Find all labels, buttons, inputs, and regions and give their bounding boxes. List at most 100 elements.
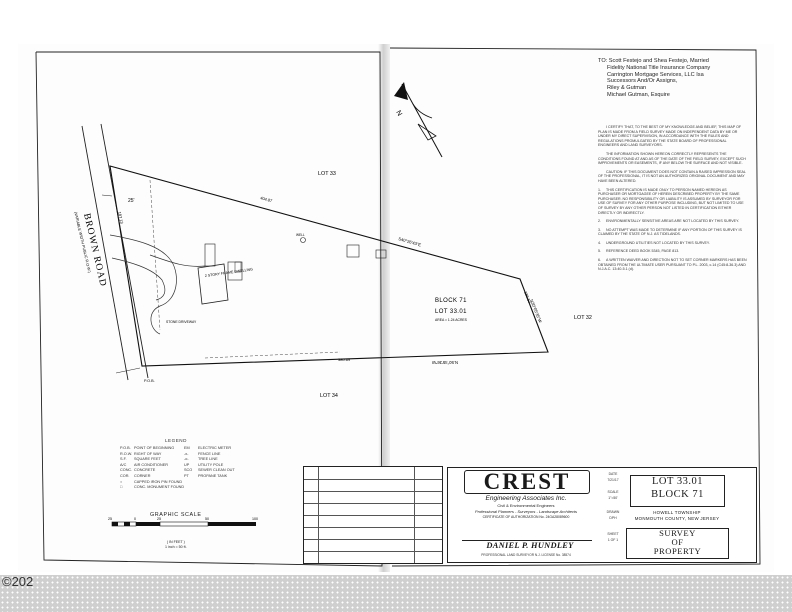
cert-note: 4.UNDERGROUND UTILITIES NOT LOCATED BY T… bbox=[598, 240, 710, 245]
sheet-label: SHEET bbox=[607, 532, 619, 536]
cert-note: 6.A WRITTEN WAIVER AND DIRECTION NOT TO … bbox=[598, 258, 747, 272]
tick bbox=[101, 194, 113, 197]
surveyor-license: PROFESSIONAL LAND SURVEYOR N.J. LICENSE … bbox=[481, 553, 571, 557]
legend-item: CONC.CONCRETE bbox=[120, 468, 156, 473]
legend-item: S.F.SQUARE FEET bbox=[120, 457, 161, 462]
graphic-scale-bar bbox=[111, 521, 256, 527]
lot-title-block: LOT 33.01 BLOCK 71 HOWELL TOWNSHIP MONMO… bbox=[622, 467, 733, 563]
lot-34-label: LOT 34 bbox=[320, 393, 338, 399]
graphic-scale-title: GRAPHIC SCALE bbox=[150, 512, 202, 518]
county: MONMOUTH COUNTY, NEW JERSEY bbox=[634, 516, 720, 521]
wood-shed bbox=[346, 244, 360, 258]
fence-line-west bbox=[149, 179, 161, 331]
legend-item: -x-FENCE LINE bbox=[184, 451, 221, 456]
north-arrow: N bbox=[394, 82, 443, 158]
copyright-text: ©202 bbox=[2, 574, 34, 589]
legend-item: ○CAPPED IRON PIN FOUND bbox=[120, 479, 183, 484]
scale-tick-label: 25 bbox=[108, 517, 112, 521]
area-label: AREA = 1.24 ACRES bbox=[435, 318, 468, 322]
cert-note: 3.NO ATTEMPT WAS MADE TO DETERMINE IF AN… bbox=[598, 227, 742, 237]
distance-south: 380.69 bbox=[338, 357, 351, 362]
addressee-line: Riley & Gutman bbox=[607, 85, 647, 92]
setback-25: 25' bbox=[128, 198, 135, 204]
bearing-north: S40°26'43"E bbox=[398, 236, 422, 247]
scale-tick-label: 25 bbox=[157, 517, 161, 521]
lot-block-title: LOT 33.01 BLOCK 71 bbox=[630, 475, 725, 507]
drawn-label: DRAWN bbox=[606, 510, 620, 514]
legend-item: P.O.B.POINT OF BEGINNING bbox=[120, 446, 175, 450]
well-label: WELL bbox=[296, 233, 305, 237]
block-label: BLOCK 71 bbox=[435, 298, 467, 304]
firm-subtitle: Civil & Environmental Engineers bbox=[497, 503, 555, 508]
dwelling-outline bbox=[197, 263, 229, 305]
addressee-line: Michael Gutman, Esquire bbox=[607, 91, 670, 98]
date-label: DATE bbox=[608, 472, 618, 476]
township: HOWELL TOWNSHIP bbox=[653, 510, 701, 515]
legend-item: □CONC. MONUMENT FOUND bbox=[120, 485, 185, 490]
lot-33-label: LOT 33 bbox=[318, 171, 336, 177]
addressee-block: TO: Scott Festejo and Shea Festejo, Marr… bbox=[598, 58, 758, 99]
scale-tick-label: 0 bbox=[134, 517, 136, 521]
date-value: 7/21/17 bbox=[607, 478, 619, 482]
signature-line bbox=[462, 540, 592, 541]
cert-note: CAUTION: IF THIS DOCUMENT DOES NOT CONTA… bbox=[598, 169, 746, 183]
metal-shed bbox=[375, 249, 387, 259]
revision-table bbox=[303, 466, 443, 564]
legend-title: LEGEND bbox=[165, 438, 187, 443]
lot-3301-label: LOT 33.01 bbox=[435, 309, 467, 315]
sheet-value: 1 OF 1 bbox=[607, 538, 619, 542]
cert-note: 1.THIS CERTIFICATION IS MADE ONLY TO PER… bbox=[598, 187, 744, 215]
legend-column-left: P.O.B.POINT OF BEGINNING R.O.W.RIGHT OF … bbox=[120, 446, 184, 491]
lot-32-label: LOT 32 bbox=[574, 315, 592, 321]
left-page-border bbox=[35, 51, 383, 567]
porch-outline bbox=[204, 243, 216, 267]
distance-north: 404.87 bbox=[260, 195, 274, 203]
tick bbox=[115, 367, 141, 374]
legend-item: COR.CORNER bbox=[120, 473, 151, 478]
driveway-edge-west bbox=[109, 234, 177, 335]
well-symbol bbox=[300, 237, 306, 243]
road-row-line-east bbox=[100, 123, 149, 379]
driveway-label: STONE DRIVEWAY bbox=[166, 320, 197, 324]
survey-of-property: SURVEY OF PROPERTY bbox=[626, 528, 729, 559]
addressee-line: Carrington Mortgage Services, LLC Isa bbox=[607, 71, 704, 78]
pob-label: P.O.B. bbox=[144, 379, 155, 383]
legend-item: R.O.W.RIGHT OF WAY bbox=[120, 451, 162, 456]
addressee-line: Fidelity National Title Insurance Compan… bbox=[607, 64, 711, 71]
distance-west: 187.13 bbox=[117, 211, 125, 225]
block-number: BLOCK 71 bbox=[651, 488, 704, 500]
property-boundary bbox=[109, 165, 549, 367]
drawing-meta-column: DATE 7/21/17 SCALE 1"=50' DRAWN DPH SHEE… bbox=[604, 467, 623, 563]
to-label: TO: bbox=[598, 58, 608, 64]
road-row-line-west bbox=[81, 125, 129, 381]
dwelling-label: 2 STORY FRAME DWELLING bbox=[205, 267, 254, 278]
firm-title-block: CREST Engineering Associates Inc. Civil … bbox=[447, 467, 605, 563]
distance-east: 188.63 bbox=[523, 291, 533, 305]
side-strip bbox=[732, 467, 757, 563]
drawn-value: DPH bbox=[609, 516, 617, 520]
firm-name: Engineering Associates Inc. bbox=[485, 495, 567, 502]
municipality: HOWELL TOWNSHIP MONMOUTH COUNTY, NEW JER… bbox=[622, 510, 732, 522]
right-page-border bbox=[389, 47, 761, 567]
driveway-edge-east bbox=[111, 257, 166, 301]
bearing-south: N.50°45'36"W bbox=[432, 360, 458, 365]
page-fold bbox=[378, 44, 390, 572]
firm-cert: CERTIFICATE OF AUTHORIZATION No. 24GA280… bbox=[482, 515, 570, 519]
cert-note: THE INFORMATION SHOWN HEREON CORRECTLY R… bbox=[598, 151, 746, 166]
svg-text:N: N bbox=[394, 110, 403, 118]
scale-value: 1"=50' bbox=[608, 496, 618, 500]
addressee-line: Successors And/Or Assigns, bbox=[607, 78, 678, 85]
certification-notes: I CERTIFY THAT, TO THE BEST OF MY KNOWLE… bbox=[598, 125, 748, 276]
cert-note: 2.ENVIRONMENTALLY SENSITIVE AREAS ARE NO… bbox=[598, 219, 740, 224]
legend-item: -o-TREE LINE bbox=[184, 457, 218, 462]
cert-note: I CERTIFY THAT, TO THE BEST OF MY KNOWLE… bbox=[598, 125, 742, 148]
fence-line bbox=[204, 351, 341, 359]
firm-services: Professional Planners - Surveyors - Land… bbox=[474, 509, 578, 514]
